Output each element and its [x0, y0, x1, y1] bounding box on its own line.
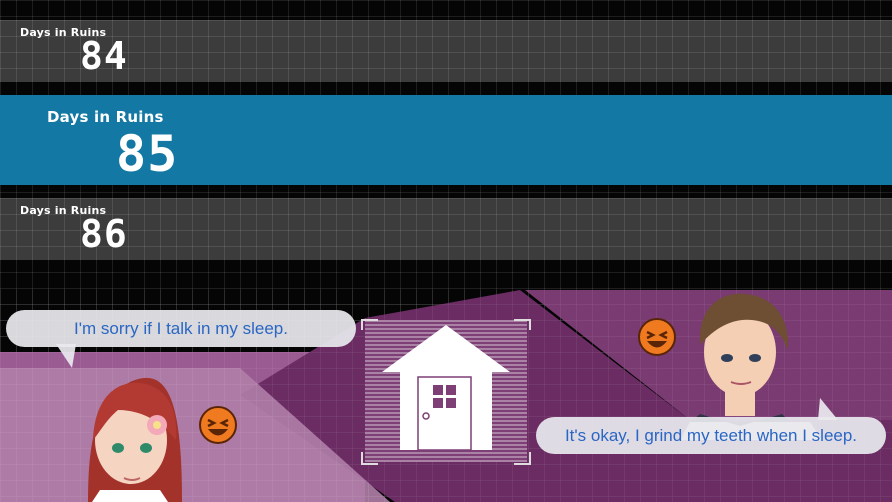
day-row-number: 85 — [116, 125, 179, 183]
laughing-face-icon — [199, 406, 237, 444]
day-row-84: Days in Ruins 84 — [0, 20, 892, 82]
right-speech-bubble: It's okay, I grind my teeth when I sleep… — [536, 417, 886, 454]
right-dialogue-text: It's okay, I grind my teeth when I sleep… — [564, 425, 858, 445]
house-icon — [382, 325, 510, 451]
laughing-face-icon — [638, 318, 676, 356]
day-row-number: 84 — [80, 34, 128, 78]
left-speech-bubble: I'm sorry if I talk in my sleep. — [6, 310, 356, 347]
left-bubble-tail — [56, 344, 76, 368]
day-row-number: 86 — [80, 212, 128, 256]
day-row-label: Days in Ruins — [20, 204, 107, 217]
day-row-86: Days in Ruins 86 — [0, 198, 892, 260]
day-row-85-selected: Days in Ruins 85 — [0, 95, 892, 185]
girl-portrait — [88, 377, 182, 502]
right-bubble-tail — [818, 398, 838, 420]
day-row-label: Days in Ruins — [47, 108, 164, 126]
left-dialogue-text: I'm sorry if I talk in my sleep. — [74, 318, 288, 338]
day-row-label: Days in Ruins — [20, 26, 107, 39]
